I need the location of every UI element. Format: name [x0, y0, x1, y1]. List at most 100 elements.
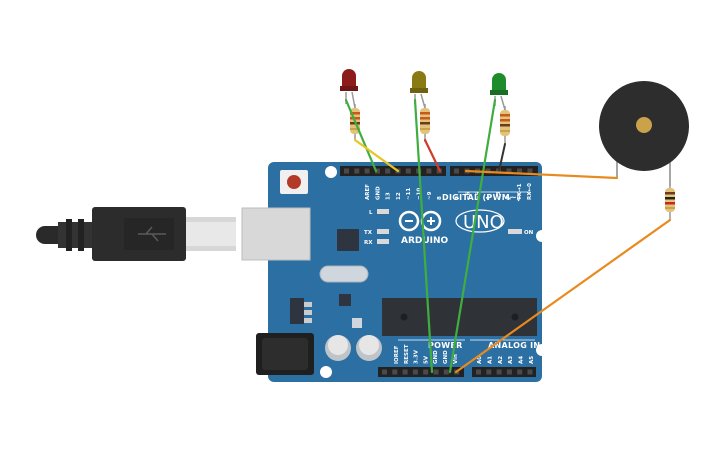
l-label: L [369, 210, 373, 216]
header-hole[interactable] [454, 168, 459, 174]
header-hole[interactable] [443, 369, 449, 375]
power-header[interactable] [378, 367, 464, 377]
resistor-green-led[interactable] [500, 106, 510, 144]
model-label: UNO [463, 212, 504, 233]
header-hole[interactable] [506, 168, 512, 174]
header-hole[interactable] [433, 369, 439, 375]
pin-label: 4 [486, 196, 492, 200]
header-hole[interactable] [392, 369, 398, 375]
resistor-yellow-led[interactable] [420, 104, 430, 142]
digital-header-label: DIGITAL (PWM~) [442, 193, 521, 202]
led-red[interactable] [340, 69, 358, 109]
rx-led [377, 239, 389, 244]
header-hole[interactable] [382, 369, 387, 375]
rx-label: RX [364, 240, 373, 246]
header-hole[interactable] [426, 168, 432, 174]
mount-hole [536, 230, 548, 242]
l-led [377, 209, 389, 214]
usb-cable[interactable] [36, 207, 236, 261]
header-hole[interactable] [385, 168, 391, 174]
header-hole[interactable] [517, 369, 523, 375]
small-chip [339, 294, 351, 306]
header-hole[interactable] [496, 369, 502, 375]
header-hole[interactable] [476, 369, 481, 375]
header-hole[interactable] [506, 369, 512, 375]
header-hole[interactable] [423, 369, 429, 375]
regulator [290, 298, 304, 324]
mount-hole [536, 344, 548, 356]
wire-yellow-pin12[interactable] [353, 138, 400, 173]
mount-hole [325, 166, 337, 178]
digital-header-high[interactable] [340, 166, 446, 176]
wire-red-pin9[interactable] [423, 138, 442, 173]
header-hole[interactable] [354, 168, 360, 174]
pin-label: ~10 [417, 188, 423, 200]
header-hole[interactable] [402, 369, 408, 375]
header-hole[interactable] [405, 168, 411, 174]
header-hole[interactable] [364, 168, 370, 174]
led-green[interactable] [490, 73, 508, 111]
pin-label: Vin [453, 354, 459, 364]
header-hole[interactable] [374, 168, 380, 174]
pin-label: A1 [487, 356, 493, 364]
on-label: ON [524, 230, 534, 236]
pin-label: RESET [404, 344, 410, 364]
pin-label: A5 [529, 356, 535, 364]
mount-hole [320, 366, 332, 378]
pin-label: ~9 [427, 191, 433, 200]
piezo-buzzer[interactable] [599, 81, 689, 186]
header-hole[interactable] [517, 168, 522, 174]
pin-label: A2 [498, 356, 504, 364]
digital-header-low[interactable] [450, 166, 538, 176]
tx-led [377, 229, 389, 234]
pin-label: ~6 [465, 191, 471, 200]
pin-label: 2 [507, 196, 513, 200]
header-hole[interactable] [344, 168, 349, 174]
analog-header-label: ANALOG IN [488, 341, 540, 350]
wire-green-red-led-gnd[interactable] [344, 98, 378, 173]
pin-label: 8 [437, 196, 443, 200]
pin-label: 3.3V [414, 349, 420, 364]
wire-orange-buzzer-pin7[interactable] [464, 169, 619, 180]
header-hole[interactable] [486, 369, 492, 375]
analog-header[interactable] [472, 367, 536, 377]
analog-pin-labels: A0 A1 A2 A3 A4 A5 [477, 356, 535, 364]
usb-port [241, 207, 311, 261]
pin-label: A4 [519, 356, 525, 364]
pin-label: A0 [477, 356, 483, 364]
header-hole[interactable] [527, 369, 533, 375]
buzzer-resistor[interactable] [665, 186, 675, 220]
usb-icon [138, 226, 166, 242]
pin-label: TX→1 [517, 183, 523, 200]
arduino-board[interactable]: L TX RX ON ARDUINO UNO DIGITAL (PWM~) PO… [241, 162, 548, 382]
led-yellow[interactable] [410, 71, 428, 109]
header-hole[interactable] [412, 369, 418, 375]
pin-label: RX←0 [527, 183, 533, 200]
wire-green-yellow-led-gnd[interactable] [413, 98, 434, 374]
wires [344, 98, 672, 374]
pin-label: ~3 [496, 191, 502, 200]
pin-label: 13 [386, 192, 392, 200]
pin-label: AREF [365, 184, 371, 200]
pin-label: GND [375, 186, 381, 200]
pin-label: IOREF [394, 345, 400, 364]
wire-green-green-led-gnd[interactable] [448, 98, 497, 374]
pin-label: 7 [455, 196, 461, 200]
wire-orange-buzzer-gnd[interactable] [454, 218, 672, 374]
on-led [508, 229, 522, 234]
pin-label: 12 [396, 192, 402, 200]
crystal [319, 265, 369, 283]
uno-badge [455, 209, 505, 233]
wire-black-green-res[interactable] [498, 143, 506, 172]
pin-label: GND [433, 350, 439, 364]
reset-button[interactable] [287, 175, 301, 189]
tx-label: TX [364, 230, 373, 236]
pin-label: A3 [508, 356, 514, 364]
header-hole[interactable] [527, 168, 533, 174]
pin-label: GND [443, 350, 449, 364]
usb-chip [337, 229, 359, 251]
